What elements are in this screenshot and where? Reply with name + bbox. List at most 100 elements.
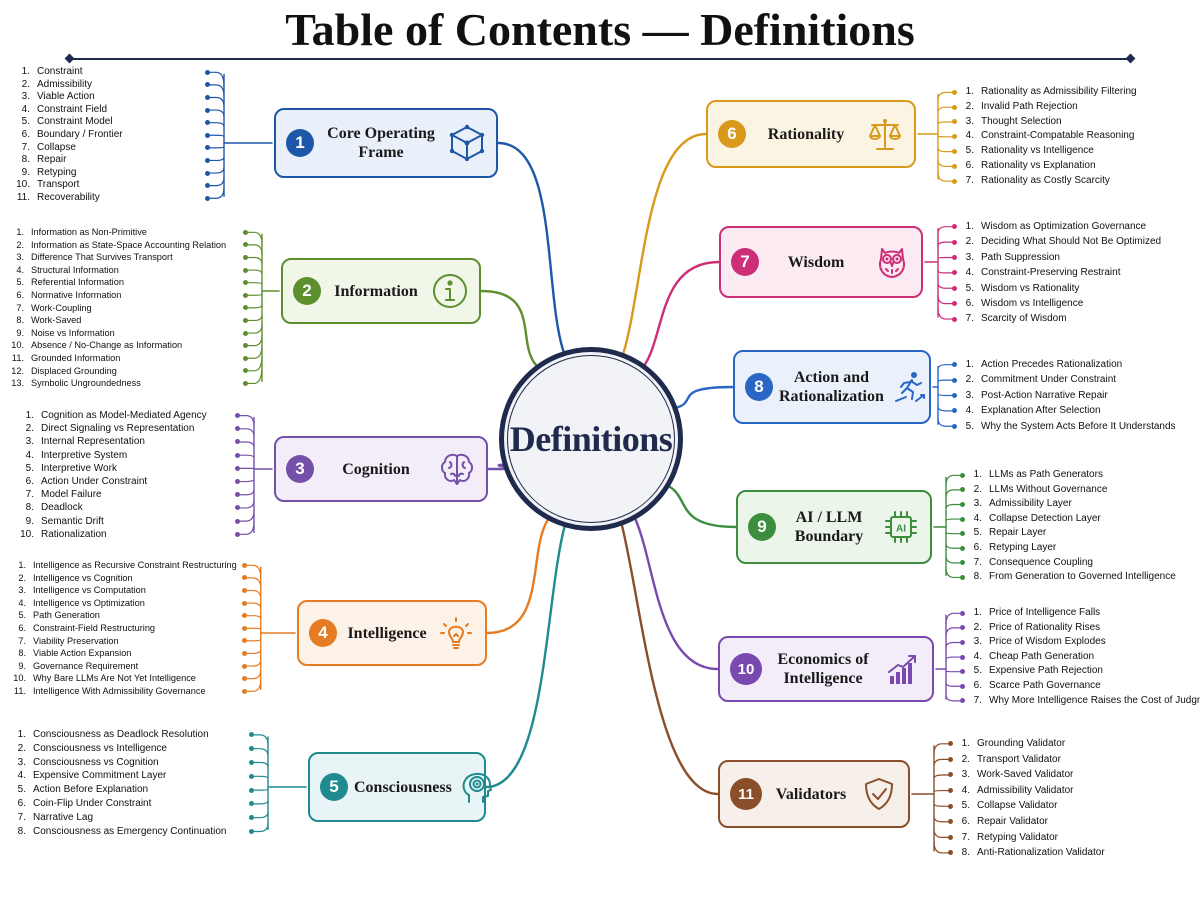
item-branch bbox=[237, 478, 255, 483]
list-item-label: Intelligence vs Cognition bbox=[33, 572, 133, 583]
list-item-number: 11. bbox=[13, 685, 26, 696]
list-item: 2.Intelligence vs Cognition bbox=[10, 572, 244, 585]
branch-dot bbox=[952, 285, 957, 291]
center-hub: Definitions bbox=[499, 347, 683, 531]
hub-connector bbox=[676, 385, 735, 409]
branch-dot bbox=[249, 746, 254, 752]
branch-dot bbox=[952, 362, 957, 368]
branch-dot bbox=[241, 600, 247, 606]
list-item-number: 6. bbox=[21, 128, 30, 140]
branch-dot bbox=[241, 638, 247, 644]
branch-dot bbox=[205, 107, 210, 113]
list-item-label: Intelligence vs Optimization bbox=[33, 597, 145, 608]
list-item-number: 2. bbox=[17, 742, 26, 754]
branch-dot bbox=[960, 669, 965, 675]
section-number-badge: 10 bbox=[730, 653, 762, 685]
list-item-number: 7. bbox=[973, 694, 982, 706]
item-branch bbox=[245, 334, 263, 347]
scales-icon bbox=[869, 119, 901, 150]
list-item: 13.Symbolic Ungroundedness bbox=[8, 377, 248, 390]
list-item-number: 1. bbox=[961, 738, 970, 749]
branch-dot bbox=[205, 195, 210, 201]
branch-dot bbox=[205, 132, 210, 138]
list-item-number: 6. bbox=[16, 289, 24, 300]
list-item: 11.Recoverability bbox=[14, 192, 210, 205]
list-item-label: Action Precedes Rationalization bbox=[981, 359, 1123, 370]
list-item-number: 8. bbox=[25, 502, 34, 514]
section-title: Cognition bbox=[342, 460, 410, 478]
list-item-label: Anti-Rationalization Validator bbox=[977, 847, 1105, 859]
branch-dot bbox=[243, 280, 248, 286]
list-item-label: Transport bbox=[37, 179, 80, 191]
head-target-icon bbox=[462, 772, 492, 803]
list-item-label: Thought Selection bbox=[981, 115, 1062, 127]
list-item: 4.Constraint-Preserving Restraint bbox=[964, 265, 1194, 280]
branch-dot bbox=[960, 625, 965, 631]
list-item-label: Action Under Constraint bbox=[41, 475, 148, 487]
list-item-label: Information as State-Space Accounting Re… bbox=[31, 239, 227, 250]
list-item-number: 6. bbox=[25, 475, 34, 487]
list-item-number: 7. bbox=[965, 174, 974, 186]
branch-dot bbox=[235, 413, 240, 419]
list-item: 6.Constraint-Field Restructuring bbox=[10, 622, 244, 635]
list-item-number: 7. bbox=[18, 635, 26, 646]
section-number-badge: 4 bbox=[309, 619, 337, 647]
branch-dot bbox=[205, 170, 210, 176]
list-item-number: 5. bbox=[18, 610, 26, 621]
list-item-number: 13. bbox=[11, 378, 24, 389]
page-title: Table of Contents — Definitions bbox=[285, 4, 915, 55]
branch-dot bbox=[243, 355, 248, 361]
list-item-number: 6. bbox=[961, 815, 970, 827]
list-item-number: 4. bbox=[21, 103, 30, 115]
list-item-number: 1. bbox=[25, 410, 34, 421]
list-item-label: LLMs as Path Generators bbox=[989, 469, 1103, 480]
list-item-number: 12. bbox=[11, 365, 24, 376]
list-item: 7.Viability Preservation bbox=[10, 635, 244, 648]
list-item-number: 5. bbox=[25, 462, 34, 474]
hub-connector bbox=[496, 141, 565, 353]
list-item: 4.Expensive Commitment Layer bbox=[16, 769, 254, 783]
section-number-badge: 6 bbox=[718, 120, 746, 148]
item-branch bbox=[245, 313, 263, 322]
section-number-badge: 8 bbox=[745, 373, 773, 401]
hub-connector bbox=[485, 518, 549, 635]
list-item: 2.Consciousness vs Intelligence bbox=[16, 742, 254, 756]
list-item-number: 4. bbox=[965, 267, 974, 279]
list-item: 2.Deciding What Should Not Be Optimized bbox=[964, 234, 1194, 249]
branch-dot bbox=[235, 531, 240, 537]
item-branch bbox=[207, 122, 225, 128]
item-branch bbox=[251, 761, 269, 768]
branch-dot bbox=[948, 834, 953, 840]
list-item-number: 1. bbox=[16, 227, 24, 237]
item-branch bbox=[251, 799, 269, 805]
branch-dot bbox=[235, 518, 240, 524]
item-branch bbox=[245, 269, 263, 275]
list-item-label: Difference That Survives Transport bbox=[31, 252, 173, 263]
item-branch bbox=[207, 176, 225, 187]
list-item: 6.Rationality vs Explanation bbox=[964, 159, 1174, 174]
list-item-label: Cognition as Model-Mediated Agency bbox=[41, 410, 207, 421]
list-item: 4.Constraint Field bbox=[14, 104, 210, 117]
section-number-badge: 7 bbox=[731, 248, 759, 276]
list-item-label: Repair Validator bbox=[977, 815, 1048, 827]
branch-dot bbox=[241, 562, 247, 568]
list-item-label: Post-Action Narrative Repair bbox=[981, 389, 1108, 401]
branch-dot bbox=[952, 119, 957, 125]
list-item-number: 5. bbox=[973, 665, 982, 677]
branch-dot bbox=[952, 239, 957, 245]
list-item-label: Consciousness vs Cognition bbox=[33, 756, 159, 768]
list-item: 2.Transport Validator bbox=[960, 752, 1160, 768]
list-item: 3.Thought Selection bbox=[964, 115, 1174, 130]
list-item-label: LLMs Without Governance bbox=[989, 483, 1108, 495]
branch-dot bbox=[235, 426, 240, 432]
branch-dot bbox=[243, 343, 248, 349]
item-branch bbox=[237, 520, 255, 535]
list-item-label: Invalid Path Rejection bbox=[981, 100, 1078, 112]
branch-dot bbox=[960, 698, 965, 704]
item-branch bbox=[245, 324, 263, 334]
branch-dot bbox=[952, 149, 957, 155]
